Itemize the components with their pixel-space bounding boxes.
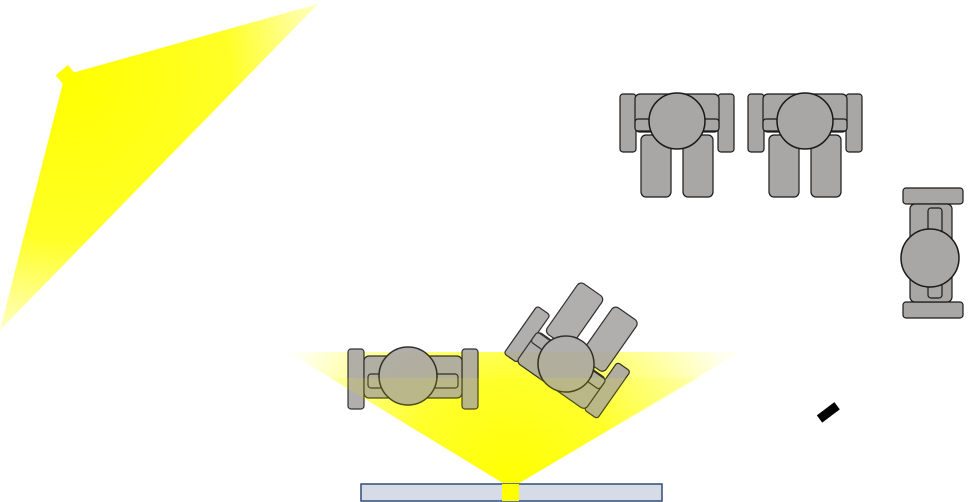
person-back-right[interactable] bbox=[747, 92, 863, 198]
person-side-right[interactable] bbox=[900, 187, 964, 319]
person-back-left[interactable] bbox=[619, 92, 735, 198]
table-light-icon bbox=[502, 484, 519, 501]
spotlight-top-left bbox=[0, 4, 318, 330]
desk[interactable] bbox=[360, 483, 663, 502]
light-beam-top-left bbox=[0, 4, 318, 330]
spotlight-icon bbox=[55, 65, 75, 84]
light-overlay-front bbox=[330, 378, 700, 488]
camera-icon[interactable] bbox=[816, 402, 840, 423]
